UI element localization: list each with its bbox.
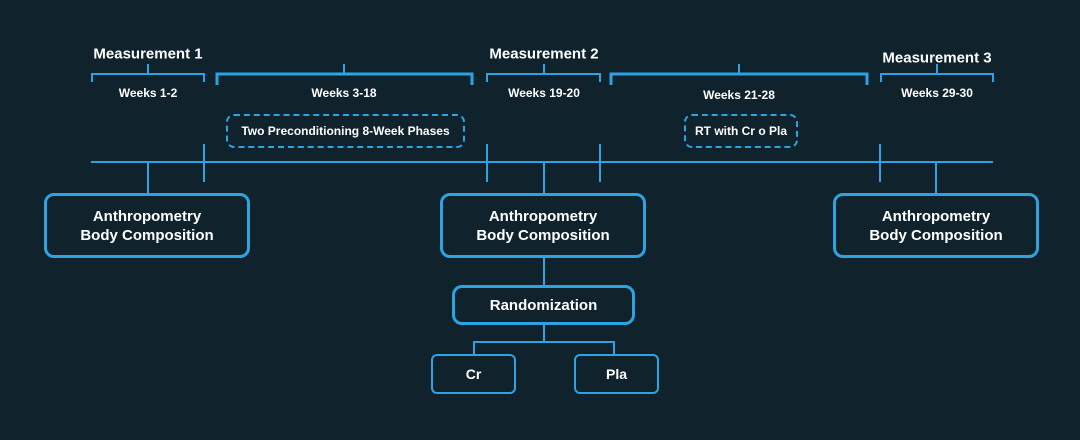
bracket-weeks-21-28 [609,72,869,85]
period-label-weeks-21-28: Weeks 21-28 [703,88,775,102]
phase-box-training: RT with Cr o Pla [684,114,798,148]
group-label-pla: Pla [605,366,627,382]
assessment-box-1: Anthropometry Body Composition [44,193,250,258]
group-box-pla: Pla [574,354,659,394]
assessment-line-body-composition: Body Composition [869,226,1003,244]
measurement-3-label: Measurement 3 [882,49,992,67]
assessment-line-anthropometry: Anthropometry [92,207,202,225]
bracket-weeks-19-20 [486,73,601,82]
assessment-box-3: Anthropometry Body Composition [833,193,1039,258]
group-label-cr: Cr [465,366,482,382]
bracket-weeks-1-2 [91,73,205,82]
bracket-weeks-29-30 [880,73,994,82]
period-label-weeks-1-2: Weeks 1-2 [118,86,178,100]
randomization-label: Randomization [489,296,598,314]
phase-label-training: RT with Cr o Pla [694,124,787,138]
group-box-cr: Cr [431,354,516,394]
phase-label-preconditioning: Two Preconditioning 8-Week Phases [241,124,450,138]
measurement-1-label: Measurement 1 [93,45,203,63]
assessment-line-anthropometry: Anthropometry [881,207,991,225]
phase-box-preconditioning: Two Preconditioning 8-Week Phases [226,114,465,148]
bracket-weeks-3-18 [215,72,474,85]
assessment-line-anthropometry: Anthropometry [488,207,598,225]
measurement-2-label: Measurement 2 [489,45,599,63]
period-label-weeks-19-20: Weeks 19-20 [508,86,580,100]
period-label-weeks-29-30: Weeks 29-30 [901,86,973,100]
assessment-box-2: Anthropometry Body Composition [440,193,646,258]
period-label-weeks-3-18: Weeks 3-18 [311,86,377,100]
randomization-box: Randomization [452,285,635,325]
assessment-line-body-composition: Body Composition [476,226,610,244]
assessment-line-body-composition: Body Composition [80,226,214,244]
